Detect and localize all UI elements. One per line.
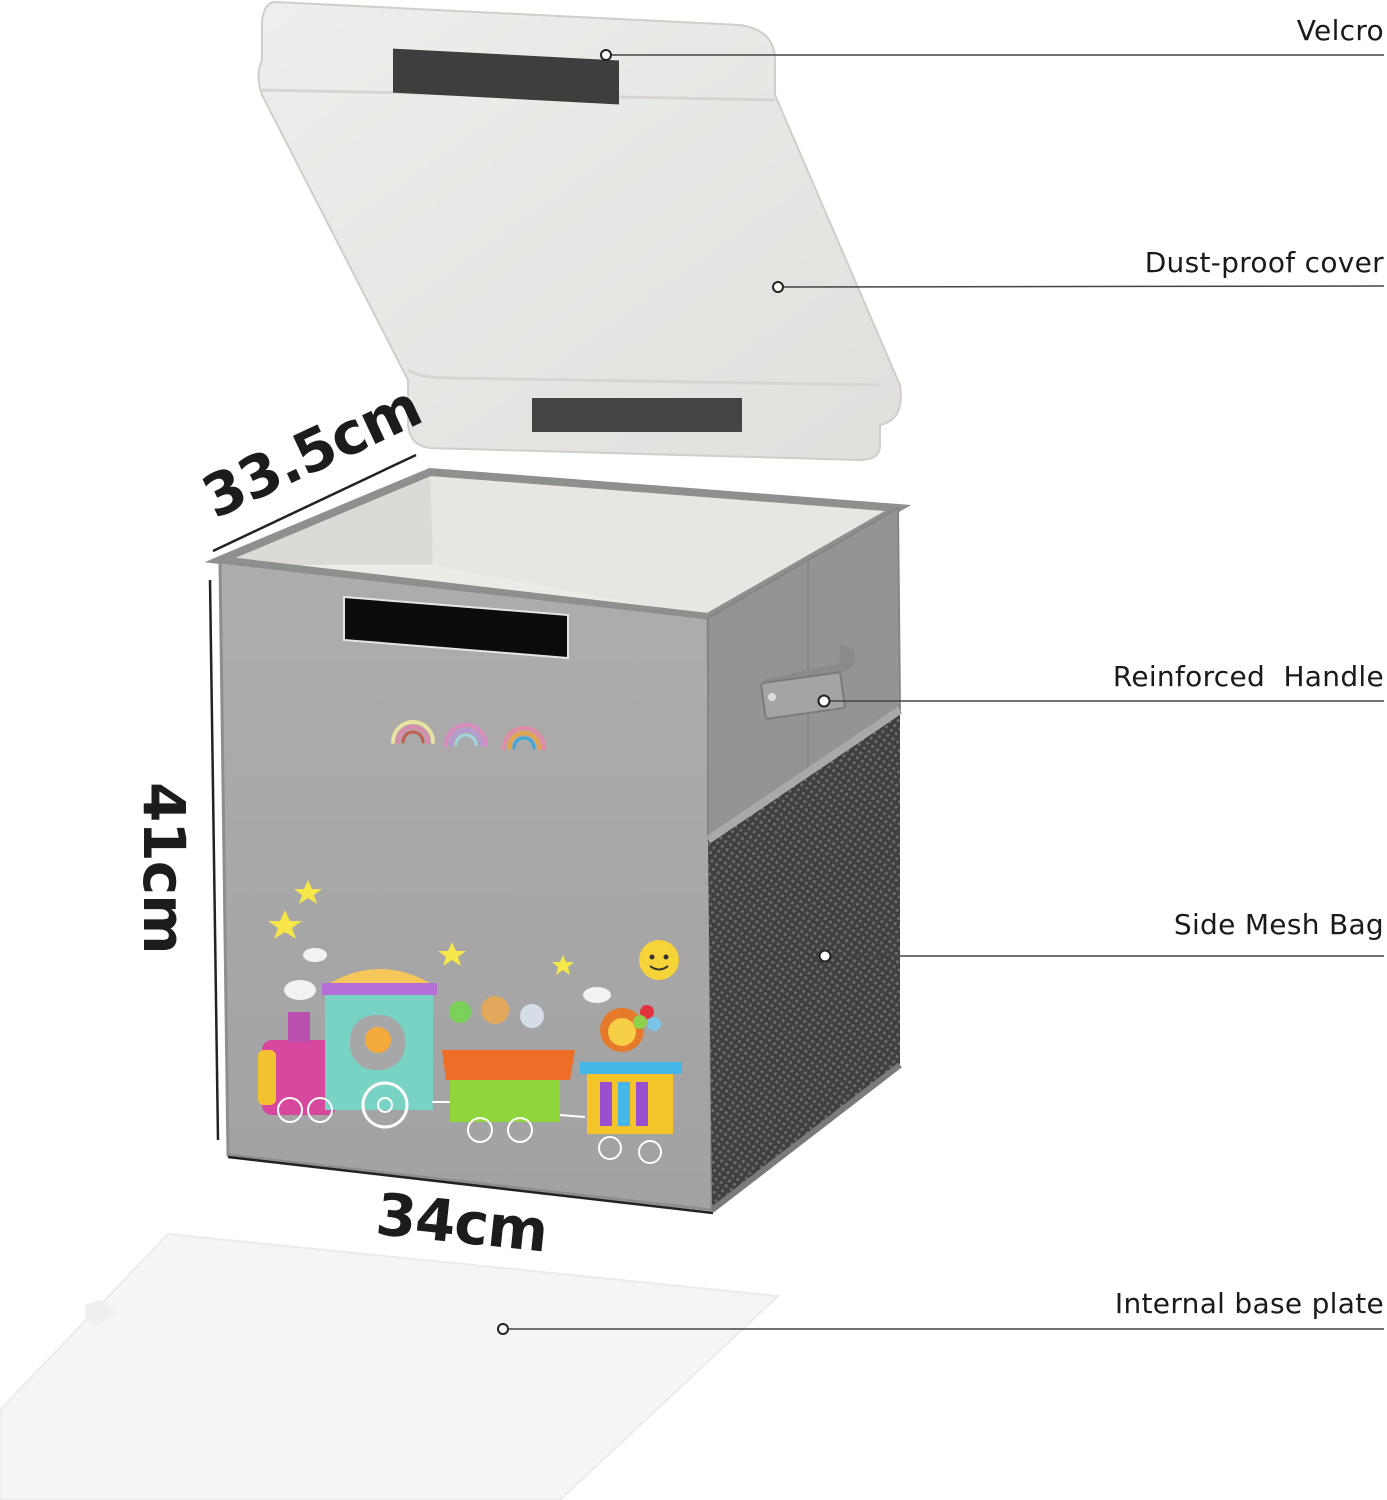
label-dust-proof-cover: Dust-proof cover	[1144, 246, 1384, 279]
callout-handle	[817, 694, 1384, 708]
height-dimension-line	[208, 579, 220, 1141]
label-side-mesh-bag: Side Mesh Bag	[1173, 908, 1384, 941]
internal-base-plate	[0, 1232, 781, 1500]
dust-proof-cover	[257, 0, 902, 462]
depth-dimension-line	[212, 453, 417, 553]
callout-cover	[772, 281, 1385, 293]
label-reinforced-handle: Reinforced Handle	[1112, 660, 1384, 693]
velcro-strip-bottom	[532, 398, 742, 432]
callout-velcro	[600, 49, 1384, 61]
animal-train-print	[258, 880, 682, 1164]
storage-box	[204, 467, 912, 1213]
rainbow-prints	[391, 720, 546, 750]
callout-mesh	[818, 949, 1384, 963]
velcro-strip-top	[393, 48, 619, 105]
label-internal-base-plate: Internal base plate	[1114, 1287, 1384, 1320]
side-mesh-pocket	[708, 710, 900, 1210]
base-plate-tab	[85, 1300, 115, 1325]
dimension-height: 41cm	[130, 782, 198, 954]
front-handle-slot	[343, 595, 569, 660]
width-dimension-line	[227, 1155, 714, 1215]
label-velcro: Velcro	[1296, 14, 1384, 47]
callout-base	[497, 1323, 1384, 1335]
